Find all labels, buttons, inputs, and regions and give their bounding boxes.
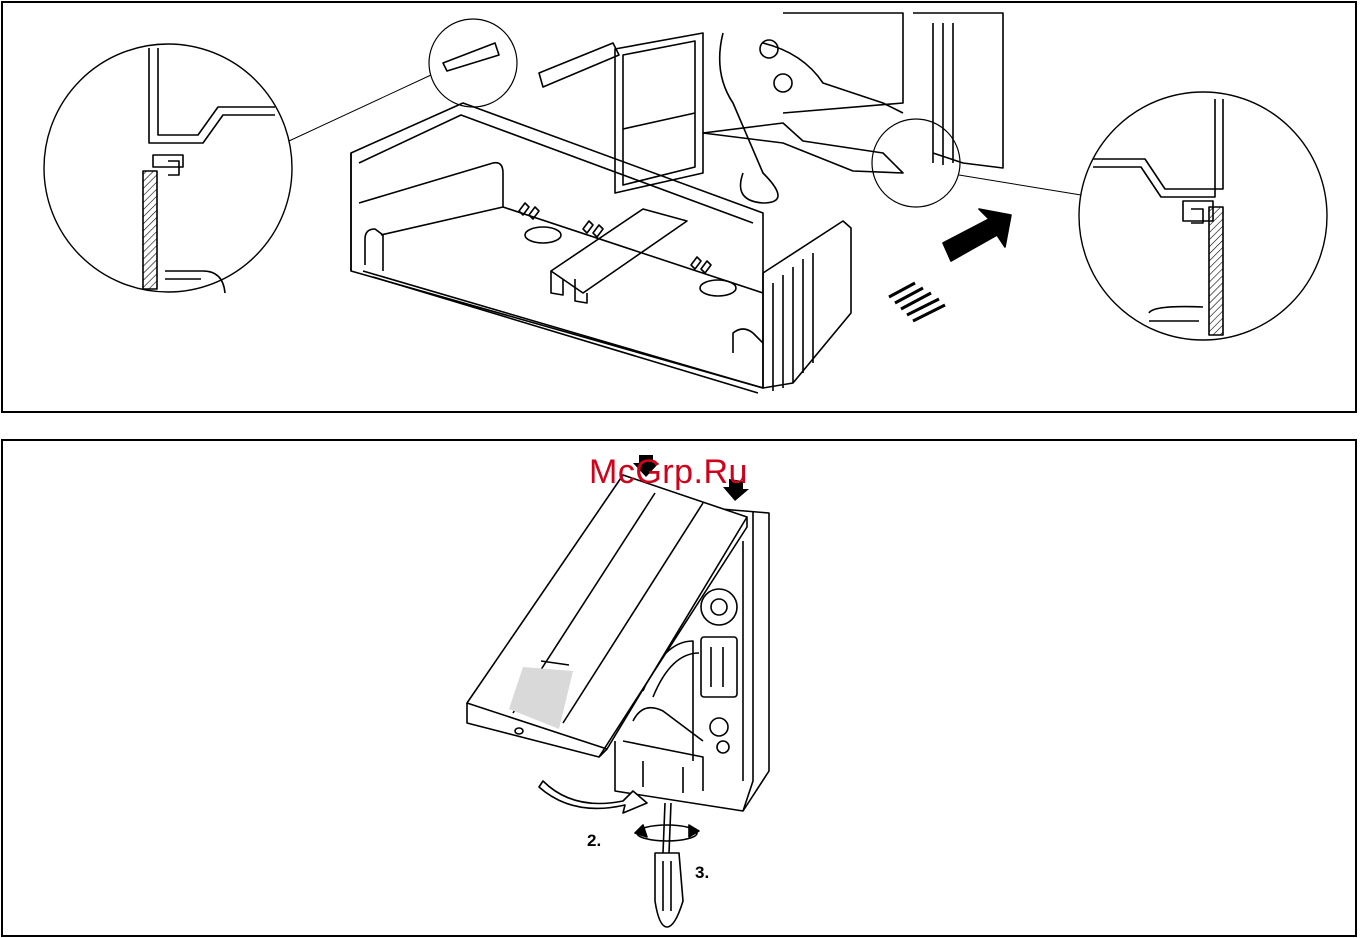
step-3-label: 3. [695, 863, 709, 883]
right-detail-magnifier [872, 92, 1327, 340]
top-illustration-panel [1, 1, 1357, 413]
mounting-tray [351, 103, 851, 393]
push-arrow-icon [889, 209, 1011, 321]
cover-installation-illustration [3, 441, 1357, 937]
left-detail-magnifier [44, 44, 431, 293]
device-cover [467, 475, 747, 757]
appliance-body [443, 13, 1003, 203]
watermark: McGrp.Ru [589, 453, 748, 492]
step-2-label: 2. [587, 831, 601, 851]
rotate-arrow-icon [635, 825, 699, 841]
screwdriver-icon [655, 803, 683, 927]
swing-arrow-icon [539, 781, 647, 813]
bottom-illustration-panel: McGrp.Ru 2. 3. [1, 439, 1357, 937]
mounting-frame-illustration [3, 3, 1357, 413]
